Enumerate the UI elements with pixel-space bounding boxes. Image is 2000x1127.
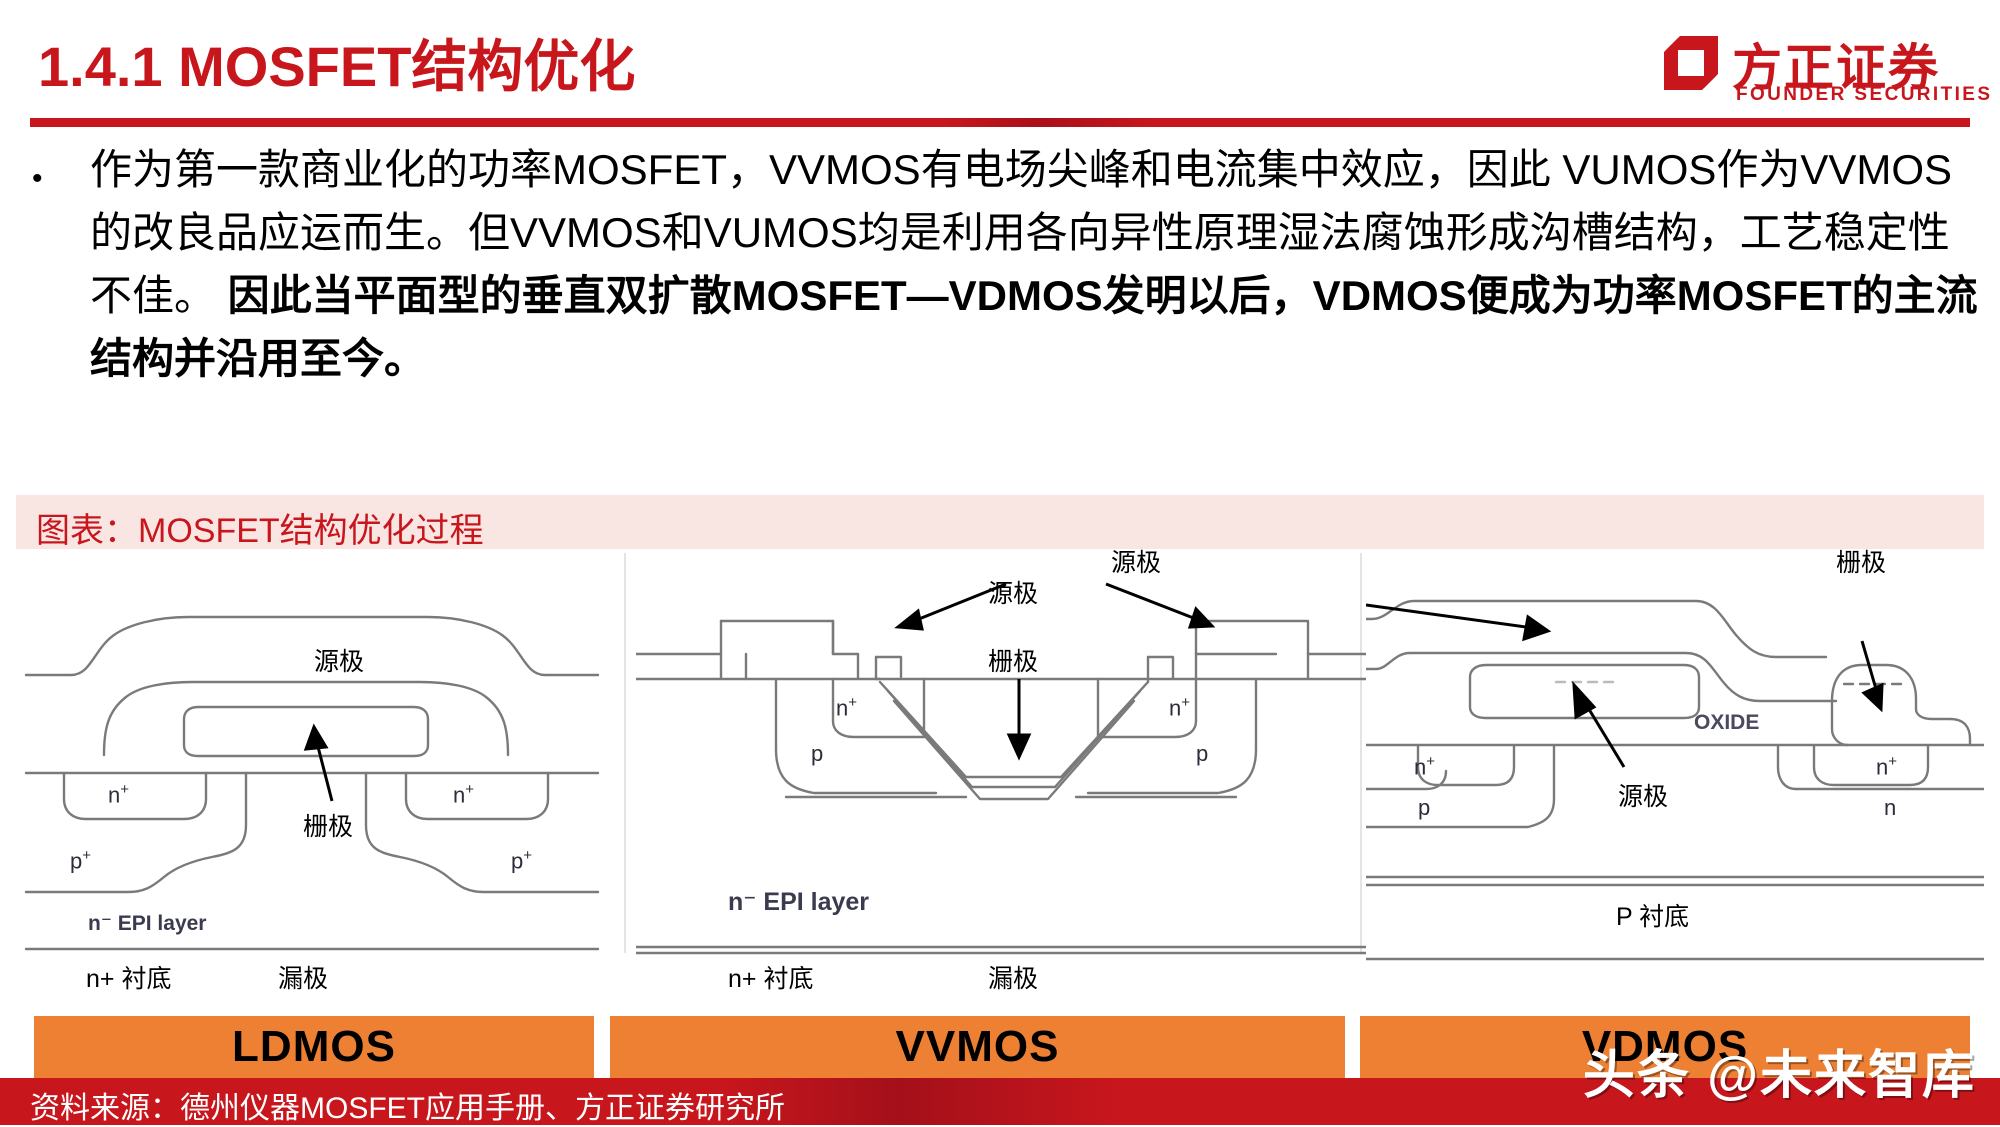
bullet-marker: • [32, 162, 43, 195]
gate-arrow [1006, 679, 1032, 761]
ldmos-label-pplus-left: p+ [70, 847, 92, 874]
panel-name-bar-vvmos: VVMOS [610, 1016, 1345, 1078]
vdmos-label-source-mid: 源极 [1618, 783, 1669, 811]
body-text-plain: 作为第一款商业化的功率MOSFET，VVMOS有电场尖峰和电流集中效应，因此 V… [90, 146, 1953, 319]
page-title: 1.4.1 MOSFET结构优化 [38, 35, 636, 98]
diagram-vdmos: 源极 栅极 OXIDE n+ n+ p n 源极 P 衬底 [1111, 549, 1984, 1015]
gate-arrow [1860, 640, 1884, 713]
panel-name-bar-ldmos: LDMOS [34, 1016, 594, 1078]
ldmos-label-nplus-right: n+ [453, 781, 475, 808]
vvmos-label-nplus-left: n+ [836, 694, 858, 721]
body-paragraph: 作为第一款商业化的功率MOSFET，VVMOS有电场尖峰和电流集中效应，因此 V… [90, 138, 1978, 390]
vvmos-label-drain: 漏极 [988, 965, 1039, 993]
source-arrow-top [1366, 603, 1552, 642]
ldmos-label-substrate: n+ 衬底 [86, 965, 172, 993]
ldmos-label-epi: n⁻ EPI layer [88, 912, 207, 935]
figure-caption-band: 图表：MOSFET结构优化过程 [16, 495, 1984, 550]
footer-source-text: 资料来源：德州仪器MOSFET应用手册、方正证券研究所 [30, 1092, 785, 1125]
founder-logo-mark-icon [1664, 36, 1718, 90]
body-text-bold: 因此当平面型的垂直双扩散MOSFET—VDMOS发明以后，VDMOS便成为功率M… [90, 272, 1978, 382]
vdmos-label-gate: 栅极 [1836, 549, 1887, 577]
logo-english-text: FOUNDER SECURITIES [1736, 84, 1993, 105]
diagram-ldmos: 源极 栅极 n+ n+ p+ p+ n⁻ EPI layer n+ 衬底 漏极 [16, 549, 636, 1015]
vdmos-cross-section-svg [1366, 599, 1984, 961]
body-text-block: • 作为第一款商业化的功率MOSFET，VVMOS有电场尖峰和电流集中效应，因此… [28, 138, 1978, 390]
figure-area: 源极 栅极 n+ n+ p+ p+ n⁻ EPI layer n+ 衬底 漏极 [16, 549, 1984, 1015]
ldmos-label-drain: 漏极 [278, 965, 329, 993]
footer-bar: 资料来源：德州仪器MOSFET应用手册、方正证券研究所 [0, 1078, 2000, 1125]
vvmos-label-gate: 栅极 [988, 648, 1039, 676]
vvmos-cross-section-svg [636, 582, 1366, 955]
vdmos-label-oxide: OXIDE [1694, 711, 1760, 734]
vdmos-label-substrate: P 衬底 [1616, 903, 1690, 931]
vvmos-label-p-left: p [811, 741, 824, 766]
vdmos-label-n-right: n [1884, 795, 1897, 820]
panel-name-bar-vdmos: VDMOS [1360, 1016, 1970, 1078]
vvmos-label-source: 源极 [988, 580, 1039, 608]
source-arrows [894, 582, 1216, 631]
ldmos-label-nplus-left: n+ [108, 781, 130, 808]
panel-divider-2 [1360, 553, 1362, 953]
vdmos-label-p-left: p [1418, 795, 1431, 820]
vdmos-label-source-top: 源极 [1111, 549, 1162, 577]
panel-divider-1 [624, 553, 626, 953]
ldmos-cross-section-svg [24, 615, 600, 951]
ldmos-label-source: 源极 [314, 648, 365, 676]
source-arrow-mid [1572, 680, 1626, 768]
vvmos-label-nplus-right: n+ [1169, 694, 1191, 721]
vdmos-label-nplus-left: n+ [1414, 753, 1436, 780]
ldmos-label-gate: 栅极 [303, 813, 354, 841]
figure-caption: 图表：MOSFET结构优化过程 [36, 512, 484, 550]
diagram-vvmos: 源极 栅极 n+ n+ p p n⁻ EPI layer n+ 衬底 漏极 [636, 549, 1366, 1015]
ldmos-label-pplus-right: p+ [511, 847, 533, 874]
watermark: 头条 @未来智库 [1582, 1047, 1976, 1105]
header-divider-rule [30, 118, 1970, 127]
vvmos-label-substrate: n+ 衬底 [728, 965, 814, 993]
logo-chinese-text: 方正证券 [1732, 40, 1940, 96]
vvmos-label-p-right: p [1196, 741, 1209, 766]
vvmos-label-epi: n⁻ EPI layer [728, 888, 870, 916]
vdmos-label-nplus-right: n+ [1876, 753, 1898, 780]
founder-securities-logo: 方正证券 FOUNDER SECURITIES [1660, 30, 1990, 110]
gate-arrow [303, 723, 334, 802]
